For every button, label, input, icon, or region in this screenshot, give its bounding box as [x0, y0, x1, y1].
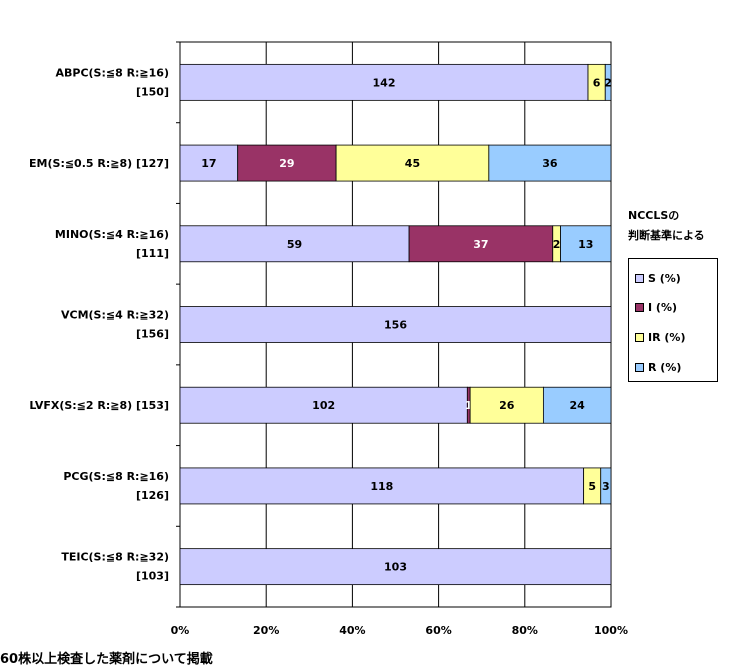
bar-segment	[408, 225, 554, 263]
legend-swatch-i	[635, 302, 644, 312]
legend-item-i: I (%)	[635, 300, 677, 314]
bar-segment	[604, 63, 612, 101]
x-tick-label: 100%	[594, 624, 628, 637]
legend-label-r: R (%)	[648, 360, 682, 374]
legend-item-s: S (%)	[635, 271, 681, 285]
category-label: VCM(S:≦4 R:≧32)	[61, 309, 169, 322]
x-tick-label: 20%	[253, 624, 279, 637]
bar-value-label: 26	[499, 399, 515, 412]
bar-segment	[600, 467, 612, 505]
bar-value-label: 102	[312, 399, 335, 412]
bar-value-label: 24	[570, 399, 586, 412]
bar-value-label: 2	[553, 238, 561, 251]
legend-label-i: I (%)	[648, 300, 677, 314]
bar-value-label: 5	[588, 480, 596, 493]
bar-value-label: 13	[578, 238, 593, 251]
x-tick-label: 0%	[171, 624, 190, 637]
category-label: [103]	[136, 570, 169, 583]
bar-segment	[179, 467, 585, 505]
x-tick-label: 60%	[425, 624, 451, 637]
bar-segment	[179, 386, 468, 424]
bar-value-label: 6	[593, 76, 601, 89]
category-label: PCG(S:≦8 R:≧16)	[63, 470, 169, 483]
bar-value-label: 17	[201, 157, 216, 170]
bar-segment	[469, 386, 544, 424]
category-label: [150]	[136, 85, 169, 98]
bar-value-label: 45	[405, 157, 420, 170]
x-tick-label: 40%	[339, 624, 365, 637]
bar-value-label: 103	[384, 561, 407, 574]
category-label: [126]	[136, 489, 169, 502]
category-label: [156]	[136, 328, 169, 341]
category-label: ABPC(S:≦8 R:≧16)	[55, 66, 169, 79]
bar-value-label: 3	[602, 480, 610, 493]
bar-segment	[237, 144, 337, 182]
legend-swatch-r	[635, 362, 644, 372]
bar-value-label: 2	[604, 76, 612, 89]
legend-item-r: R (%)	[635, 360, 681, 374]
bar-value-label: 142	[373, 76, 396, 89]
category-label: [111]	[136, 247, 169, 260]
bar-value-label: 36	[542, 157, 558, 170]
bar-value-label: 118	[370, 480, 393, 493]
bar-value-label: 59	[287, 238, 302, 251]
category-label: MINO(S:≦4 R:≧16)	[55, 228, 169, 241]
bar-segment	[179, 63, 589, 101]
legend-swatch-ir	[635, 332, 644, 342]
bar-value-label: 37	[473, 238, 488, 251]
bar-segment	[542, 386, 612, 424]
legend-title-line-1: NCCLSの	[628, 209, 680, 222]
legend-swatch-s	[635, 273, 644, 283]
category-label: LVFX(S:≦2 R:≧8) [153]	[29, 399, 169, 412]
bar-value-label: 1	[465, 399, 473, 412]
bar-value-label: 156	[384, 319, 407, 332]
legend-item-ir: IR (%)	[635, 330, 685, 344]
bar-segment	[179, 144, 239, 182]
x-tick-label: 80%	[512, 624, 538, 637]
legend-title: NCCLSの 判断基準による	[628, 206, 728, 246]
legend: S (%) I (%) IR (%) R (%)	[628, 258, 718, 382]
bar-segment	[179, 306, 612, 343]
legend-label-s: S (%)	[648, 271, 681, 285]
footnote: 60株以上検査した薬剤について掲載	[0, 652, 213, 667]
bar-segment	[335, 144, 490, 182]
bar-segment	[179, 548, 612, 586]
bar-value-label: 29	[279, 157, 294, 170]
category-label: TEIC(S:≦8 R:≧32)	[61, 551, 169, 564]
bar-segment	[488, 144, 612, 182]
bar-segment	[560, 225, 612, 263]
legend-title-line-2: 判断基準による	[628, 229, 705, 242]
category-label: EM(S:≦0.5 R:≧8) [127]	[29, 157, 169, 170]
legend-label-ir: IR (%)	[648, 330, 686, 344]
